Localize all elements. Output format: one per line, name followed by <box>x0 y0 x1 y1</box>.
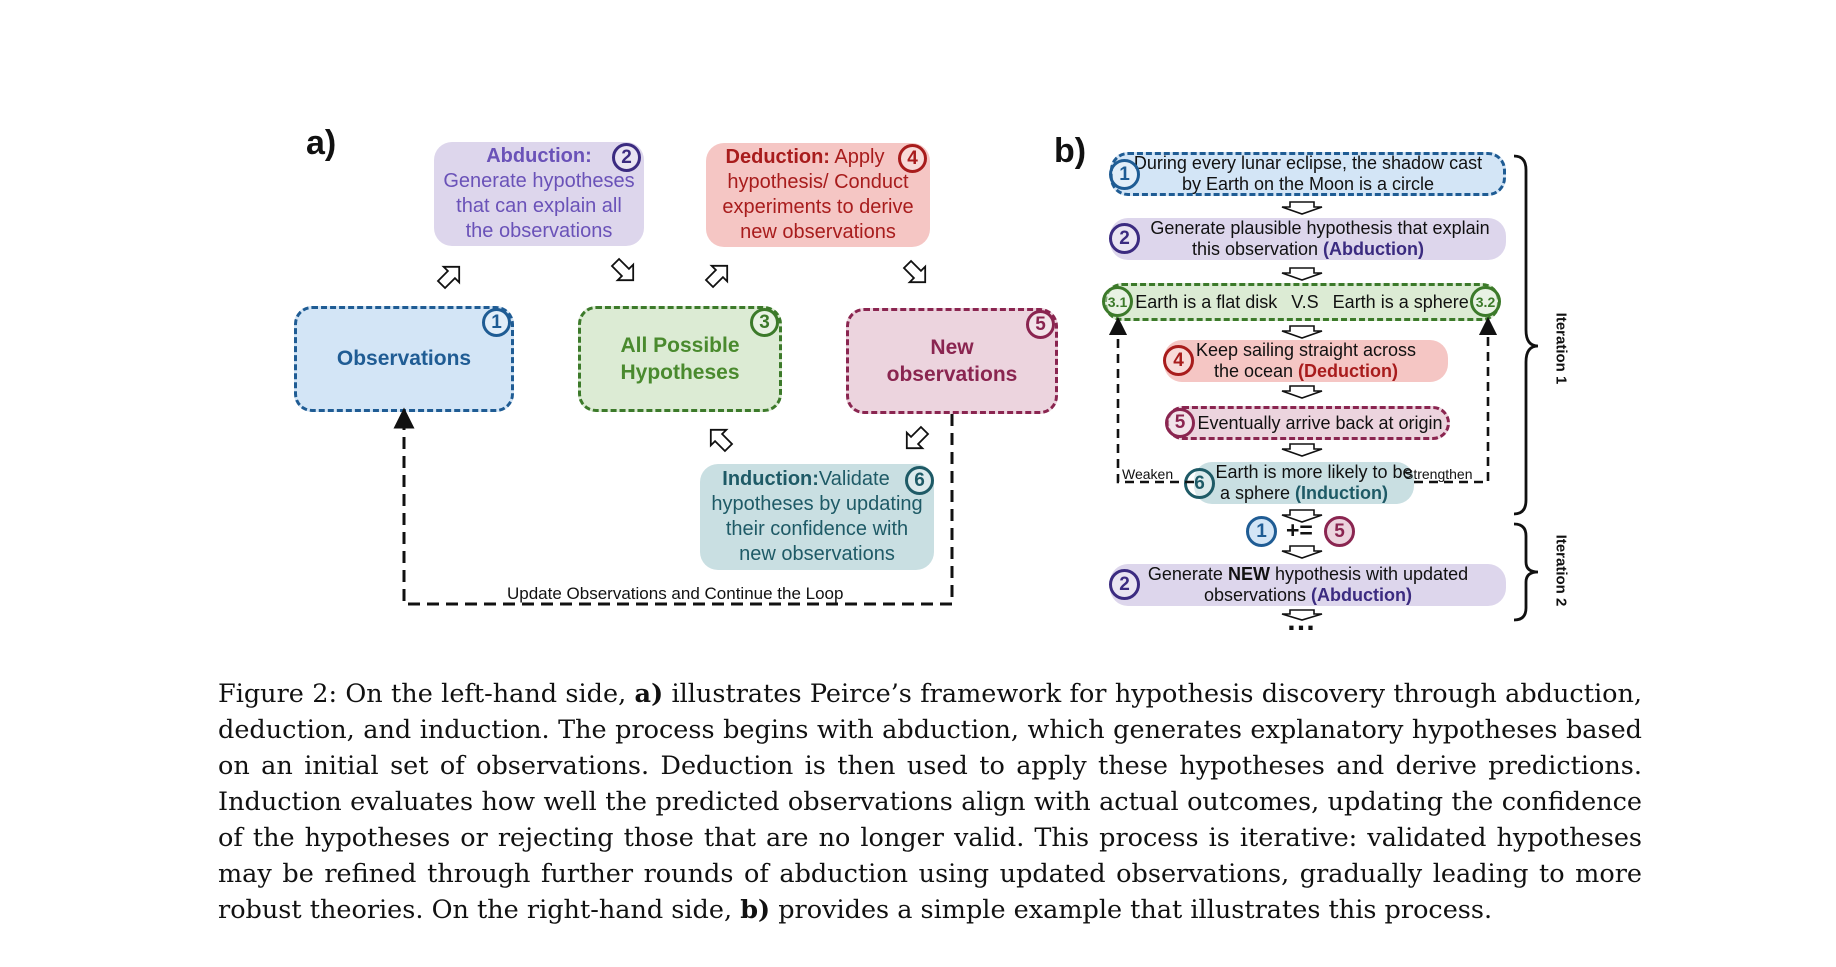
arrow-observations-to-abduction <box>436 265 461 290</box>
update-new-observations-badge: 5 <box>1324 516 1355 547</box>
step4-number-badge: 4 <box>1163 345 1194 376</box>
step7-line1-end: hypothesis with updated <box>1269 564 1469 584</box>
step1-box: During every lunar eclipse, the shadow c… <box>1110 152 1506 196</box>
step7-line2: observations <box>1203 585 1312 605</box>
step4-line2: the ocean <box>1213 361 1299 381</box>
step1-number-badge: 1 <box>1109 159 1140 190</box>
induction-title-rest: Validate <box>818 468 890 490</box>
step3-1-number-badge: 3.1 <box>1102 286 1133 317</box>
induction-line1: hypotheses by updating <box>711 493 923 515</box>
caption-suffix: provides a simple example that illustrat… <box>770 895 1493 925</box>
step4-line1: Keep sailing straight across <box>1195 340 1417 360</box>
arrow-deduction-to-new-observations <box>902 259 927 284</box>
induction-title: Induction: <box>722 468 819 490</box>
arrow-abduction-to-hypotheses <box>610 257 635 282</box>
panel-a-label: a) <box>306 124 337 162</box>
iteration-1-label: Iteration 1 <box>1552 312 1570 385</box>
arrow-new-observations-to-induction <box>905 425 930 450</box>
induction-number-badge: 6 <box>905 466 934 495</box>
arrow-hypotheses-to-deduction <box>704 264 729 289</box>
step3-vs: V.S <box>1291 291 1319 312</box>
weaken-label: Weaken <box>1122 466 1174 482</box>
hypotheses-line1: All Possible <box>620 334 740 357</box>
observations-box: Observations <box>294 306 514 412</box>
new-observations-box: New observations <box>846 308 1058 414</box>
step6-induction-tag: (Induction) <box>1295 483 1389 503</box>
strengthen-label: Strengthen <box>1404 466 1473 482</box>
new-observations-line2: observations <box>886 363 1018 386</box>
arrow-induction-to-hypotheses <box>709 428 734 453</box>
step4-box: Keep sailing straight across the ocean (… <box>1164 340 1448 382</box>
step2-abduction-tag: (Abduction) <box>1323 239 1425 259</box>
step1-line2: by Earth on the Moon is a circle <box>1181 174 1435 194</box>
step3-sphere: Earth is a sphere <box>1332 291 1469 312</box>
iteration-1-brace <box>1513 154 1539 516</box>
observations-number-badge: 1 <box>482 308 511 337</box>
iteration-2-brace <box>1513 522 1539 622</box>
step5-number-badge: 5 <box>1165 408 1195 438</box>
observations-label: Observations <box>336 347 472 370</box>
step3-2-number-badge: 3.2 <box>1470 286 1501 317</box>
step7-line1-start: Generate <box>1147 564 1228 584</box>
step4-deduction-tag: (Deduction) <box>1298 361 1399 381</box>
new-observations-line1: New <box>930 336 974 359</box>
hypotheses-box: All Possible Hypotheses <box>578 306 782 412</box>
figure-caption: Figure 2: On the left-hand side, a) illu… <box>218 676 1642 928</box>
update-operator: += <box>1286 517 1313 543</box>
step2-line1: Generate plausible hypothesis that expla… <box>1150 218 1490 238</box>
step2-line2: this observation <box>1191 239 1324 259</box>
caption-b-ref: b) <box>740 895 771 925</box>
step6-line1: Earth is more likely to be <box>1215 462 1413 482</box>
loop-label: Update Observations and Continue the Loo… <box>505 584 846 604</box>
deduction-line2: experiments to derive <box>722 196 914 218</box>
abduction-line1: Generate hypotheses <box>443 170 635 192</box>
step7-box: Generate NEW hypothesis with updated obs… <box>1110 564 1506 606</box>
deduction-line1: hypothesis/ Conduct <box>727 171 909 193</box>
iteration-2-label: Iteration 2 <box>1552 534 1570 607</box>
update-observations-badge: 1 <box>1246 516 1277 547</box>
abduction-line3: the observations <box>465 220 613 242</box>
deduction-number-badge: 4 <box>898 144 927 173</box>
new-observations-number-badge: 5 <box>1026 310 1055 339</box>
deduction-box: Deduction: Apply hypothesis/ Conduct exp… <box>706 143 930 247</box>
abduction-line2: that can explain all <box>456 195 622 217</box>
step6-number-badge: 6 <box>1184 468 1215 499</box>
induction-line2: their confidence with <box>725 518 909 540</box>
induction-line3: new observations <box>739 543 895 565</box>
step7-abduction-tag: (Abduction) <box>1311 585 1413 605</box>
abduction-title: Abduction: <box>486 145 592 167</box>
hypotheses-number-badge: 3 <box>750 308 779 337</box>
abduction-box: Abduction: Generate hypotheses that can … <box>434 142 644 246</box>
deduction-line3: new observations <box>740 221 896 243</box>
abduction-number-badge: 2 <box>612 143 641 172</box>
step7-new-emphasis: NEW <box>1227 564 1270 584</box>
deduction-title-rest: Apply <box>829 146 885 168</box>
step5-text: Eventually arrive back at origin <box>1197 412 1443 433</box>
step6-box: Earth is more likely to be a sphere (Ind… <box>1194 462 1414 504</box>
step6-line2: a sphere <box>1219 483 1296 503</box>
induction-box: Induction:Validate hypotheses by updatin… <box>700 464 934 570</box>
panel-b-label: b) <box>1054 132 1087 170</box>
step3-flat-disk: Earth is a flat disk <box>1135 291 1278 312</box>
step3-box: Earth is a flat disk V.S Earth is a sphe… <box>1104 283 1500 321</box>
caption-prefix: Figure 2: On the left-hand side, <box>218 679 635 709</box>
step1-line1: During every lunar eclipse, the shadow c… <box>1133 153 1483 173</box>
caption-a-ref: a) <box>634 679 664 709</box>
step2-box: Generate plausible hypothesis that expla… <box>1110 218 1506 260</box>
step7-number-badge: 2 <box>1109 569 1140 600</box>
hypotheses-line2: Hypotheses <box>620 361 740 384</box>
continuation-ellipsis: … <box>1286 604 1316 637</box>
caption-middle: illustrates Peirce’s framework for hypot… <box>218 679 1642 925</box>
step5-box: Eventually arrive back at origin <box>1166 406 1450 440</box>
deduction-title: Deduction: <box>725 146 830 168</box>
step2-number-badge: 2 <box>1109 223 1140 254</box>
